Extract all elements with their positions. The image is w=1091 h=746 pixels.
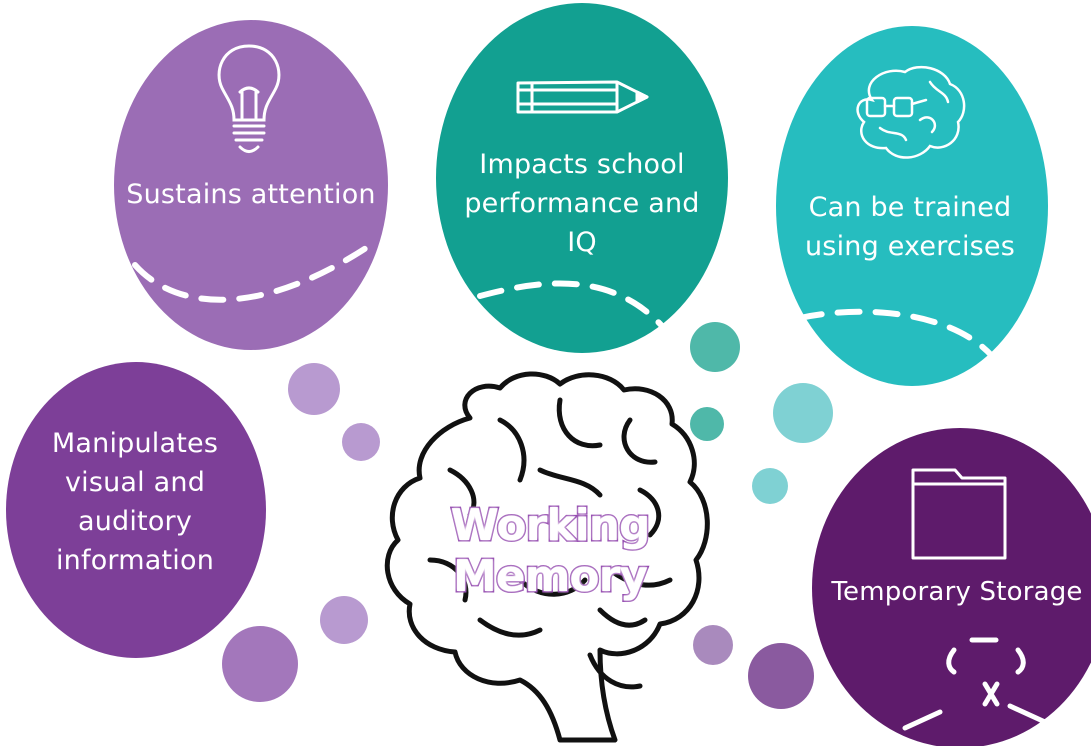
label-line: Can be trained	[808, 192, 1012, 223]
label-line: visual and	[64, 467, 206, 499]
connector-dot	[690, 322, 740, 372]
connector-dot	[773, 383, 833, 443]
label-line: Manipulates	[51, 428, 219, 459]
label-line: using exercises	[804, 231, 1015, 263]
connector-dot	[288, 363, 340, 415]
label-line: auditory	[77, 506, 193, 538]
connector-dot	[752, 468, 788, 504]
dashed-path	[132, 239, 378, 303]
bubble-manipulates	[6, 362, 266, 658]
brain-outline-icon	[384, 371, 710, 743]
connector-dot	[222, 626, 298, 702]
page-title: Working Memory	[449, 499, 652, 604]
label-temporary-storage: Temporary Storage	[831, 577, 1083, 607]
label-sustains-attention: Sustains attention	[126, 179, 376, 210]
label-line: Impacts school	[479, 149, 685, 180]
bubble-school	[436, 3, 728, 353]
connector-dot	[320, 596, 368, 644]
connector-dot	[748, 643, 814, 709]
dashed-path	[797, 308, 995, 359]
label-can-be-trained: Can be trained using exercises	[790, 188, 1030, 266]
dashed-path	[477, 280, 665, 329]
connector-dot	[690, 407, 724, 441]
label-line: performance and IQ	[464, 188, 700, 259]
label-school-performance: Impacts school performance and IQ	[447, 145, 717, 262]
connector-dot	[693, 625, 733, 665]
label-line: information	[55, 545, 215, 577]
folder-icon	[911, 468, 1007, 560]
lightbulb-icon	[217, 44, 281, 153]
connector-dot	[342, 423, 380, 461]
dashed-marker-icon	[902, 637, 1048, 731]
pencil-icon	[516, 80, 649, 114]
label-manipulates: Manipulates visual and auditory informat…	[40, 424, 230, 581]
brain-glasses-icon	[856, 65, 966, 159]
bubble-trained	[776, 26, 1048, 386]
bubble-attention	[114, 20, 388, 350]
